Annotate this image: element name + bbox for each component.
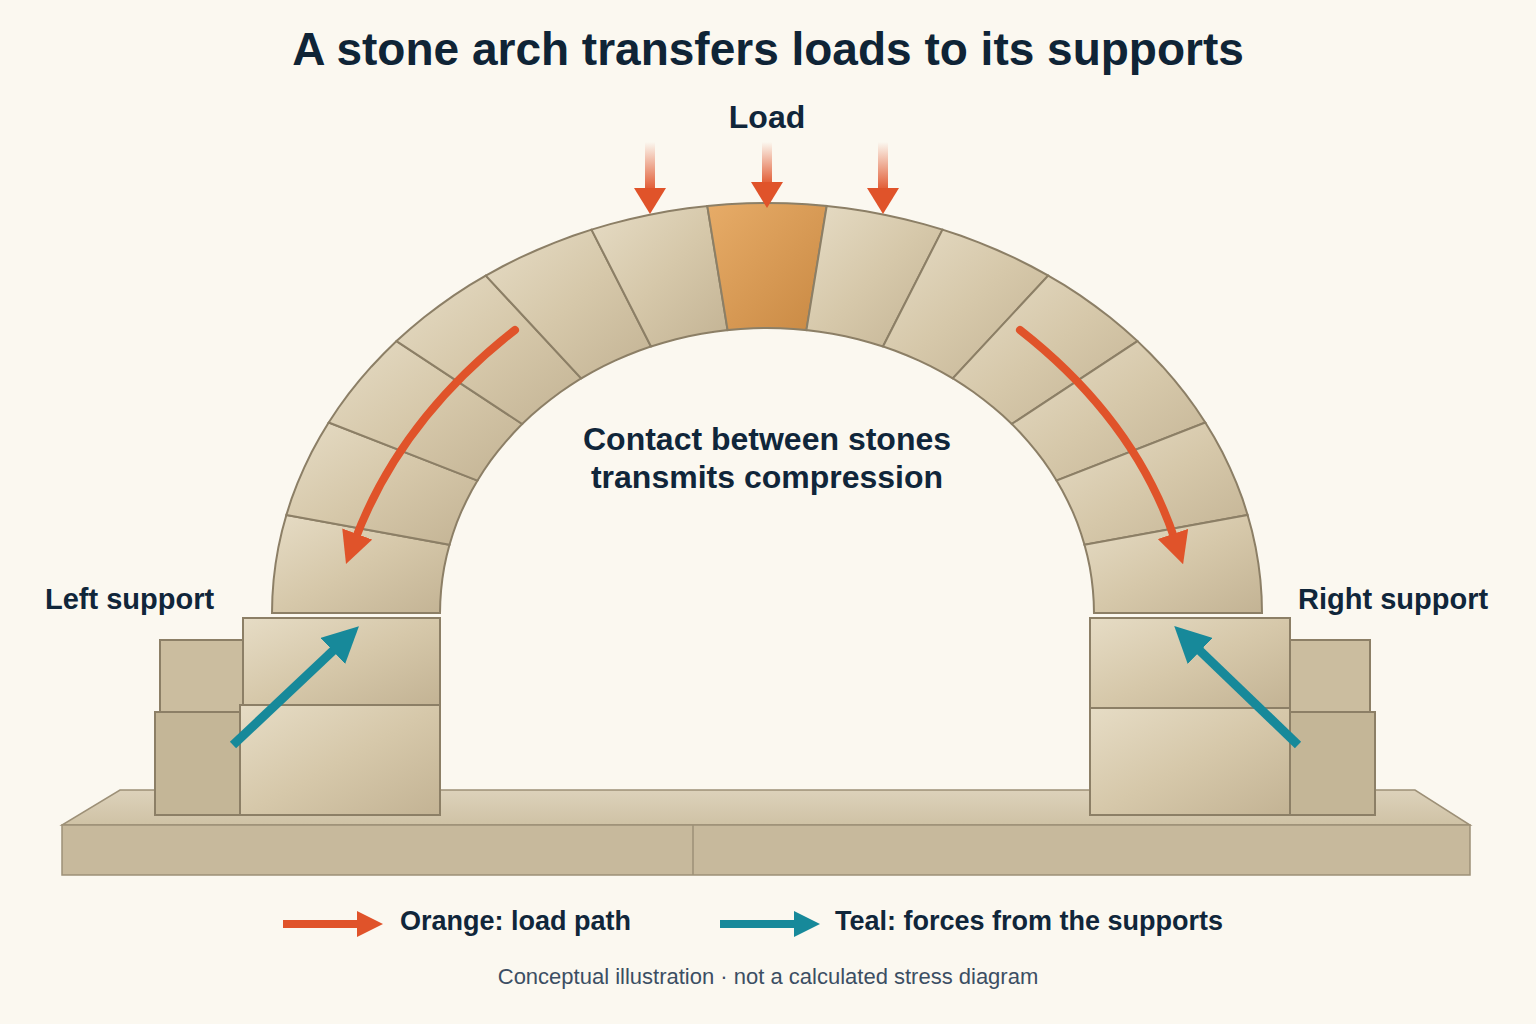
support-force-arrows [233, 646, 1298, 745]
diagram-title: A stone arch transfers loads to its supp… [0, 22, 1536, 77]
legend-swatch [283, 909, 385, 939]
support-label: Right support [1298, 582, 1518, 617]
left-support-stones [155, 618, 440, 815]
voussoir-stone [592, 206, 728, 347]
load-path-arrows [355, 330, 1175, 540]
legend-text: Orange: load path [400, 905, 631, 937]
annotation-label: Contact between stones transmits compres… [547, 420, 987, 497]
diagram-caption: Conceptual illustration · not a calculat… [0, 964, 1536, 990]
arch-voussoirs [272, 203, 1262, 613]
support-block: Right support [1090, 618, 1375, 815]
support-label: Left support [45, 582, 255, 617]
load-arrows [634, 142, 899, 214]
support-block: Left support [155, 618, 440, 815]
legend-text: Teal: forces from the supports [835, 905, 1223, 937]
right-support-stones [1090, 618, 1375, 815]
annotation-label: Load [617, 98, 917, 136]
legend-swatch [720, 909, 822, 939]
